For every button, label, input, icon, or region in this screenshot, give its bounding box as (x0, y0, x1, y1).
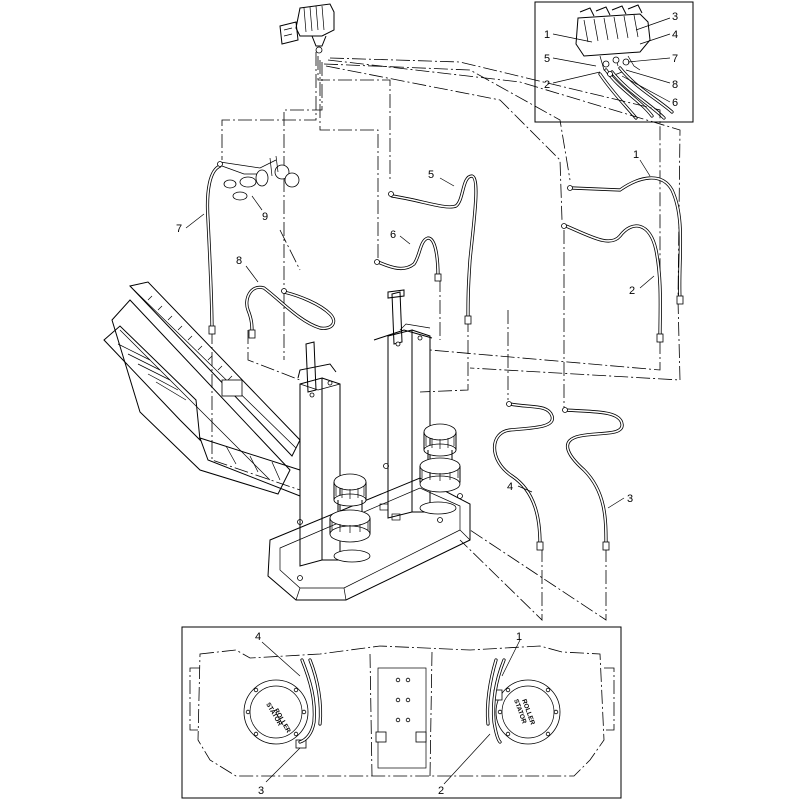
inset-valve-detail: 1 5 2 3 4 7 8 6 (534, 1, 694, 123)
fitting-cluster-9 (217, 155, 300, 201)
inset-top-view: ROLLER STATOR ROLLER STATOR (181, 626, 622, 799)
inset-left-motor: ROLLER STATOR (243, 658, 323, 749)
callout-2: 2 (629, 285, 635, 297)
inset-control-valve (575, 4, 674, 120)
inset-top-callout-1: 1 (544, 29, 550, 41)
right-hydraulic-motor (419, 423, 461, 515)
base-plate (267, 463, 471, 601)
inset-top-callout-4: 4 (672, 29, 678, 41)
hose-8 (245, 285, 336, 339)
hose-1 (567, 176, 684, 305)
hose-2 (561, 223, 664, 343)
main-callout-leaders (185, 159, 655, 509)
callout-8: 8 (236, 255, 242, 267)
inset-top-callout-2: 2 (544, 79, 550, 91)
left-column (297, 341, 341, 567)
control-valve (279, 3, 335, 54)
inset-bottom-callout-2: 2 (438, 785, 444, 797)
callout-7: 7 (176, 223, 182, 235)
inset-top-callout-3: 3 (672, 11, 678, 23)
inset-right-motor: ROLLER STATOR (485, 658, 561, 745)
right-column (373, 289, 433, 519)
callout-1: 1 (633, 149, 639, 161)
hose-4 (493, 401, 554, 551)
callout-5: 5 (428, 169, 434, 181)
main-callouts: 1 2 5 6 8 7 9 4 3 (176, 149, 639, 505)
inset-top-callout-6: 6 (672, 97, 678, 109)
inset-top-callout-7: 7 (672, 53, 678, 65)
callout-6: 6 (390, 229, 396, 241)
hose-3 (562, 407, 624, 551)
hose-7 (205, 164, 222, 335)
hose-6 (374, 236, 442, 282)
inset-bottom-callout-1: 1 (516, 631, 522, 643)
left-hydraulic-motor (329, 473, 371, 563)
inset-bottom-callout-4: 4 (255, 631, 261, 643)
frame-assembly (103, 281, 471, 601)
callout-9: 9 (262, 211, 268, 223)
inset-top-callout-8: 8 (672, 79, 678, 91)
callout-3: 3 (627, 493, 633, 505)
inset-top-callout-5: 5 (544, 53, 550, 65)
hose-5 (388, 174, 478, 325)
roller-blade (103, 281, 301, 497)
callout-4: 4 (507, 481, 513, 493)
inset-center-rail (375, 667, 427, 769)
inset-bottom-callout-3: 3 (258, 785, 264, 797)
